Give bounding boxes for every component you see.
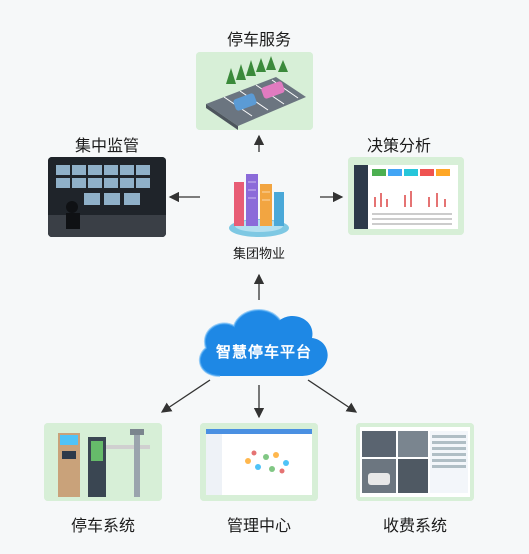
label-smart-platform: 智慧停车平台 bbox=[215, 343, 312, 361]
toll-camera-illustration bbox=[356, 423, 474, 501]
group-property-illustration bbox=[220, 170, 298, 242]
parking-gate-illustration bbox=[44, 423, 162, 501]
label-parking-service: 停车服务 bbox=[226, 30, 291, 49]
label-decision-analysis: 决策分析 bbox=[366, 136, 431, 155]
management-software-illustration bbox=[200, 423, 318, 501]
arrow-to-toll-system bbox=[307, 379, 358, 413]
parking-lot-illustration bbox=[196, 52, 313, 130]
label-management-center: 管理中心 bbox=[226, 516, 291, 535]
monitoring-room-illustration bbox=[48, 157, 166, 237]
label-toll-system: 收费系统 bbox=[382, 516, 447, 535]
cloud-platform-node bbox=[198, 308, 328, 377]
analytics-dashboard-illustration bbox=[348, 157, 464, 235]
label-central-monitoring: 集中监管 bbox=[74, 136, 139, 155]
arrow-to-parking-system bbox=[160, 379, 211, 413]
label-parking-system: 停车系统 bbox=[70, 516, 135, 535]
label-group-property: 集团物业 bbox=[232, 247, 285, 262]
